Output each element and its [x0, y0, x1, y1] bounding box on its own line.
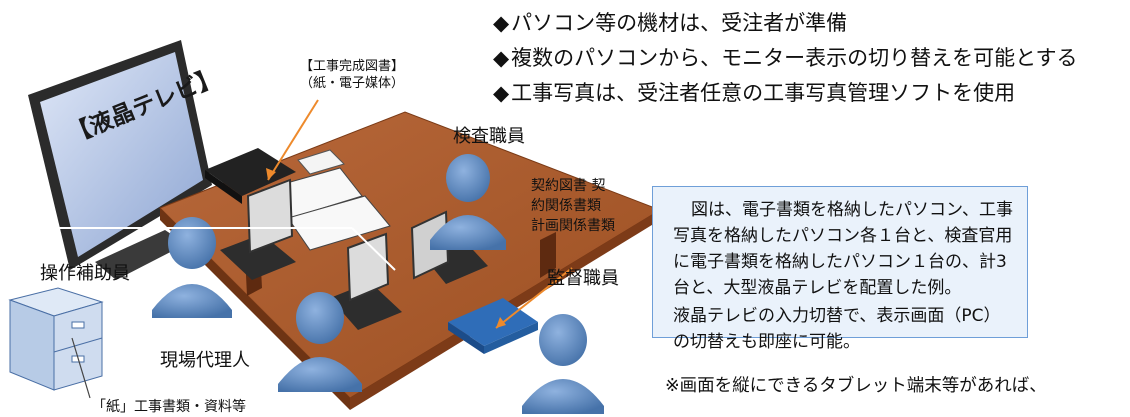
contract-docs-label: 契約図書 契 約関係書類 計画関係書類 — [531, 178, 615, 234]
person-site-agent — [278, 292, 362, 392]
person-inspector — [430, 154, 506, 250]
bullet-mark-icon: ◆ — [493, 81, 510, 105]
pointer-arrows — [71, 99, 573, 399]
paper-docs-label: 「紙」工事書類・資料等 — [92, 399, 246, 415]
completion-docs-label: 【工事完成図書】 （紙・電子媒体） — [300, 59, 405, 91]
site-agent-label: 現場代理人 — [160, 350, 250, 371]
supervisor-label: 監督職員 — [547, 268, 619, 289]
info-line: の切替えも即座に可能。 — [673, 332, 860, 352]
bullet-mark-icon: ◆ — [493, 46, 510, 70]
connector-lines — [15, 227, 396, 271]
document-stacks — [205, 148, 391, 251]
info-line: 液晶テレビの入力切替で、表示画面（PC） — [673, 306, 1001, 326]
laptops — [220, 178, 488, 330]
footnote: ※画面を縦にできるタブレット端末等があれば、 — [665, 376, 1047, 396]
laptop-center — [330, 232, 402, 330]
bullet-item: ◆工事写真は、受注者任意の工事写真管理ソフトを使用 — [493, 76, 1078, 111]
inspector-label: 検査職員 — [453, 126, 525, 147]
bullet-item: ◆複数のパソコンから、モニター表示の切り替えを可能とする — [493, 41, 1078, 76]
laptop-left — [220, 178, 296, 280]
operator-assistant-label: 操作補助員 — [40, 263, 130, 284]
person-supervisor — [522, 314, 604, 414]
person-operator-assistant — [152, 217, 232, 318]
bullet-list: ◆パソコン等の機材は、受注者が準備 ◆複数のパソコンから、モニター表示の切り替え… — [493, 6, 1078, 111]
blue-binder — [448, 298, 538, 354]
filing-cabinet — [8, 287, 104, 391]
bullet-item: ◆パソコン等の機材は、受注者が準備 — [493, 6, 1078, 41]
bullet-mark-icon: ◆ — [493, 11, 510, 35]
explanation-box: 図は、電子書類を格納したパソコン、工事 写真を格納したパソコン各１台と、検査官用… — [652, 186, 1028, 352]
